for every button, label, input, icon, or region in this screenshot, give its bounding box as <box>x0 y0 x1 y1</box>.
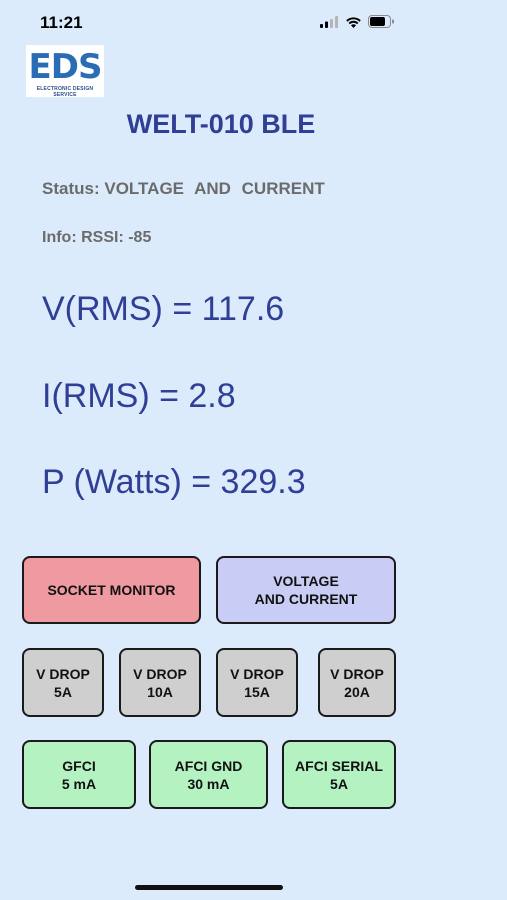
status-bar: 11:21 <box>0 0 507 44</box>
power-reading: P (Watts) = 329.3 <box>42 463 306 501</box>
status-time: 11:21 <box>40 13 83 32</box>
vdrop-5a-button[interactable]: V DROP 5A <box>22 648 104 717</box>
logo-subtitle: ELECTRONIC DESIGN SERVICE <box>36 86 94 98</box>
afci-gnd-button[interactable]: AFCI GND 30 mA <box>149 740 268 809</box>
device-title: WELT-010 BLE <box>126 109 316 139</box>
vdrop-20a-button[interactable]: V DROP 20A <box>318 648 396 717</box>
info-line: Info: RSSI: -85 <box>42 229 151 247</box>
gfci-button[interactable]: GFCI 5 mA <box>22 740 136 809</box>
voltage-reading: V(RMS) = 117.6 <box>42 290 285 328</box>
status-value: VOLTAGE AND CURRENT <box>104 179 325 198</box>
wifi-icon <box>346 16 361 28</box>
afci-serial-button[interactable]: AFCI SERIAL 5A <box>282 740 396 809</box>
info-label: Info: <box>42 229 77 246</box>
vdrop-10a-button[interactable]: V DROP 10A <box>119 648 201 717</box>
home-indicator[interactable] <box>135 885 283 890</box>
status-label: Status: <box>42 179 100 198</box>
cellular-signal-icon <box>320 15 338 28</box>
battery-icon <box>368 15 394 28</box>
info-value: RSSI: -85 <box>81 229 152 246</box>
vdrop-15a-button[interactable]: V DROP 15A <box>216 648 298 717</box>
logo-text: EDS <box>28 47 103 87</box>
status-line: Status: VOLTAGE AND CURRENT <box>42 179 325 199</box>
socket-monitor-button[interactable]: SOCKET MONITOR <box>22 556 201 624</box>
eds-logo: EDS ELECTRONIC DESIGN SERVICE <box>26 45 104 98</box>
status-icons <box>320 15 395 28</box>
current-reading: I(RMS) = 2.8 <box>42 377 236 415</box>
voltage-current-button[interactable]: VOLTAGE AND CURRENT <box>216 556 396 624</box>
